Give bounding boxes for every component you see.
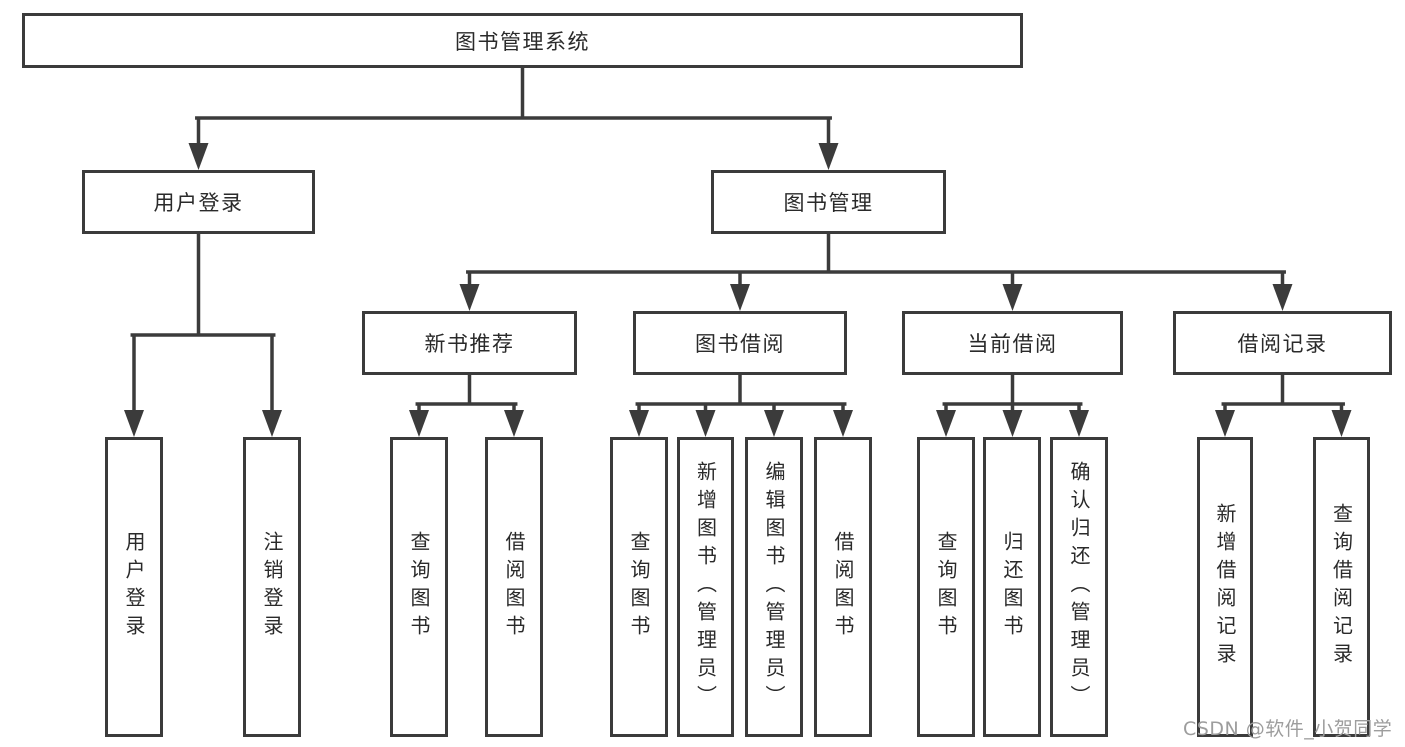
leaf-add-book-admin: 新增图书（管理员） [677,437,734,737]
leaf-borrow-books-1-label: 借阅图书 [502,531,526,643]
edge-borrow-record-to-leaves [1221,371,1345,416]
leaf-confirm-return-admin: 确认归还（管理员） [1050,437,1108,737]
node-root: 图书管理系统 [22,13,1023,68]
leaf-user-login: 用户登录 [105,437,163,737]
leaf-borrow-books-2: 借阅图书 [814,437,872,737]
arrowhead-icon [188,143,209,170]
node-current-borrowing: 当前借阅 [902,311,1123,375]
leaf-confirm-return-admin-label: 确认归还（管理员） [1067,461,1091,713]
leaf-return-book: 归还图书 [983,437,1041,737]
arrowhead-icon [936,410,956,437]
edge-group-book-management [466,230,1286,291]
arrowhead-icon [629,410,649,437]
edge-group-new-book-recommend [415,371,518,416]
leaf-borrow-books-2-label: 借阅图书 [831,531,855,643]
leaf-add-borrow-record-label: 新增借阅记录 [1213,503,1237,671]
arrowhead-icon [695,410,716,437]
leaf-add-borrow-record: 新增借阅记录 [1197,437,1253,737]
node-root-label: 图书管理系统 [455,29,590,54]
node-user-login-label: 用户登录 [153,191,244,215]
node-new-book-recommend: 新书推荐 [362,311,577,375]
edge-group-book-borrowing [635,371,847,416]
edge-book-mgmt-to-level3 [466,230,1286,291]
leaf-user-login-label: 用户登录 [122,531,146,643]
leaf-query-borrow-record: 查询借阅记录 [1313,437,1370,737]
edge-user-login-to-leaves [130,230,276,416]
node-current-borrowing-label: 当前借阅 [967,332,1058,356]
arrowhead-icon [833,410,853,437]
arrowhead-icon [459,284,480,311]
edge-current-borrow-to-leaves [942,371,1083,416]
leaf-query-books-2: 查询图书 [610,437,668,737]
leaf-query-books-3-label: 查询图书 [934,531,958,643]
leaf-query-books-3: 查询图书 [917,437,975,737]
edge-root-to-level2 [195,64,832,150]
arrowhead-icon [124,410,144,437]
arrowhead-icon [262,410,282,437]
leaf-borrow-books-1: 借阅图书 [485,437,543,737]
arrowheads [124,143,1352,437]
arrowhead-icon [1272,284,1293,311]
node-book-borrowing-label: 图书借阅 [695,332,785,356]
edge-group-borrowing-records [1221,371,1345,416]
arrowhead-icon [764,410,784,437]
arrowhead-icon [1002,410,1023,437]
leaf-return-book-label: 归还图书 [1000,531,1024,643]
node-borrowing-records: 借阅记录 [1173,311,1392,375]
edge-group-root [195,64,832,150]
leaf-query-books-1: 查询图书 [390,437,448,737]
arrowhead-icon [1002,284,1023,311]
node-book-management-label: 图书管理 [783,191,874,215]
arrowhead-icon [1069,410,1089,437]
arrowhead-icon [818,143,839,170]
leaf-logout: 注销登录 [243,437,301,737]
node-borrowing-records-label: 借阅记录 [1237,332,1328,356]
arrowhead-icon [1331,410,1352,437]
node-book-borrowing: 图书借阅 [633,311,847,375]
edge-group-user-login [130,230,276,416]
leaf-add-book-admin-label: 新增图书（管理员） [693,461,718,713]
node-book-management: 图书管理 [711,170,946,234]
node-user-login: 用户登录 [82,170,315,234]
leaf-edit-book-admin: 编辑图书（管理员） [745,437,803,737]
csdn-watermark: CSDN @软件_小贺同学 [1183,718,1393,740]
node-new-book-recommend-label: 新书推荐 [424,332,515,356]
leaf-query-books-1-label: 查询图书 [407,531,431,643]
arrowhead-icon [730,284,750,311]
arrowhead-icon [1215,410,1235,437]
edge-new-book-rec-to-leaves [415,371,518,416]
edge-book-borrow-to-leaves [635,371,847,416]
leaf-edit-book-admin-label: 编辑图书（管理员） [762,461,786,713]
leaf-query-books-2-label: 查询图书 [627,531,651,643]
arrowhead-icon [504,410,524,437]
leaf-query-borrow-record-label: 查询借阅记录 [1329,503,1354,671]
edge-group-current-borrowing [942,371,1083,416]
arrowhead-icon [409,410,429,437]
leaf-logout-label: 注销登录 [260,531,284,643]
